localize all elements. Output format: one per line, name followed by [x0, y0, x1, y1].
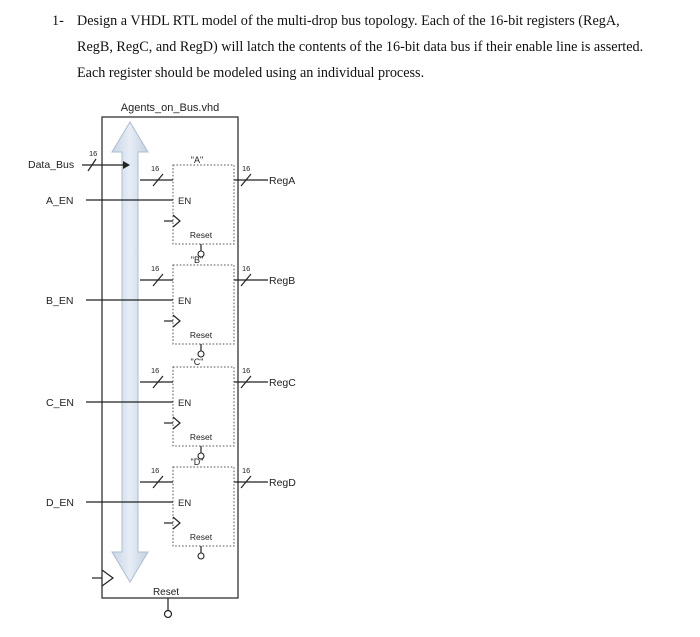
data-bus-arrowhead	[123, 161, 130, 169]
register-3-box	[172, 366, 235, 447]
register-1-clock-symbol	[172, 214, 181, 228]
register-4-data-out-width: 16	[242, 466, 250, 475]
register-3-en-port: EN	[178, 398, 191, 409]
register-3-clock-symbol	[172, 416, 181, 430]
register-3-data-out-width: 16	[242, 366, 250, 375]
register-1-data-out-width: 16	[242, 164, 250, 173]
register-3-data-in-width: 16	[151, 366, 159, 375]
register-1-name: "A"	[191, 155, 203, 165]
register-2-data-out-width: 16	[242, 264, 250, 273]
question-number: 1-	[52, 13, 64, 29]
bus-arrow	[111, 121, 149, 583]
question-line-3: Each register should be modeled using an…	[77, 65, 425, 81]
register-3-reset-bubble	[197, 452, 205, 460]
register-1-enable-label: A_EN	[46, 195, 73, 207]
data-bus-width-slash	[87, 158, 97, 172]
register-3-name: "C"	[191, 357, 204, 367]
data-bus-width-label: 16	[89, 149, 97, 158]
register-1-data-out-slash	[240, 173, 252, 187]
module-outline	[101, 116, 239, 599]
register-4-en-port: EN	[178, 498, 191, 509]
register-2-data-out-slash	[240, 273, 252, 287]
register-4-data-in-width: 16	[151, 466, 159, 475]
register-4-output-label: RegD	[269, 477, 296, 489]
register-1-reset-bubble	[197, 250, 205, 258]
register-2-data-in-slash	[152, 273, 164, 287]
question-line-1: Design a VHDL RTL model of the multi-dro…	[77, 13, 620, 29]
module-reset-label: Reset	[153, 587, 179, 598]
register-2-clock-symbol	[172, 314, 181, 328]
register-1-data-in-slash	[152, 173, 164, 187]
register-1-reset-port: Reset	[190, 230, 213, 240]
register-2-output-label: RegB	[269, 275, 295, 287]
register-3-data-in-slash	[152, 375, 164, 389]
register-3-output-label: RegC	[269, 377, 296, 389]
register-4-name: "D"	[191, 457, 204, 467]
register-2-enable-label: B_EN	[46, 295, 73, 307]
register-4-enable-label: D_EN	[46, 497, 74, 509]
register-3-reset-port: Reset	[190, 432, 213, 442]
register-1-box	[172, 164, 235, 245]
question-text: 1- Design a VHDL RTL model of the multi-…	[52, 8, 682, 86]
module-reset-bubble	[163, 609, 173, 619]
module-clock-symbol	[101, 569, 115, 587]
question-line-2: RegB, RegC, and RegD) will latch the con…	[77, 39, 644, 55]
register-3-enable-label: C_EN	[46, 397, 74, 409]
register-4-box	[172, 466, 235, 547]
register-2-en-port: EN	[178, 296, 191, 307]
register-2-reset-bubble	[197, 350, 205, 358]
register-1-data-in-width: 16	[151, 164, 159, 173]
register-4-data-in-slash	[152, 475, 164, 489]
register-4-clock-symbol	[172, 516, 181, 530]
data-bus-label: Data_Bus	[28, 159, 74, 171]
register-2-box	[172, 264, 235, 345]
register-1-en-port: EN	[178, 196, 191, 207]
register-1-output-label: RegA	[269, 175, 295, 187]
register-2-data-in-width: 16	[151, 264, 159, 273]
register-4-reset-bubble	[197, 552, 205, 560]
register-2-reset-port: Reset	[190, 330, 213, 340]
register-3-data-out-slash	[240, 375, 252, 389]
register-4-data-out-slash	[240, 475, 252, 489]
register-4-reset-port: Reset	[190, 532, 213, 542]
register-2-name: "B"	[191, 255, 203, 265]
module-title: Agents_on_Bus.vhd	[121, 102, 219, 114]
